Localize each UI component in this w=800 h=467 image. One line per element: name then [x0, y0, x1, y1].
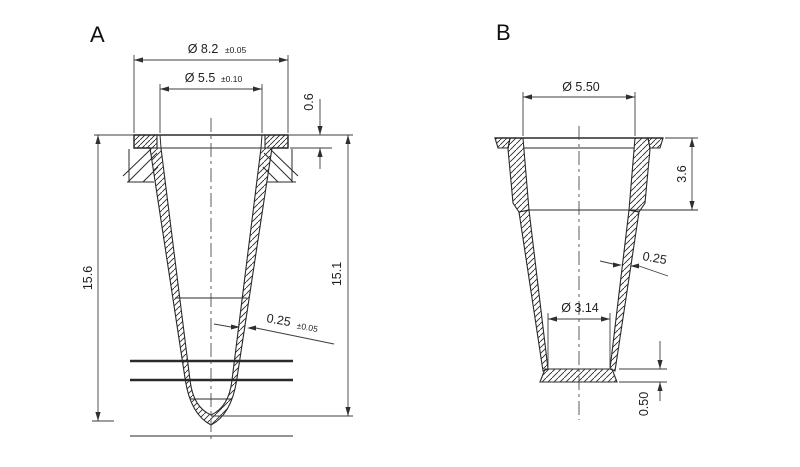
dim-a-outer-diameter-tolerance: ±0.05 — [225, 45, 246, 55]
dim-a-wall-thickness-tolerance: ±0.05 — [296, 320, 319, 334]
dim-a-outer-diameter-value: Ø 8.2 — [188, 42, 219, 56]
dim-a-overall-height-value: 15.6 — [81, 266, 95, 290]
dim-b-top-diameter: Ø 5.50 — [522, 80, 636, 136]
dim-b-bottom-thickness: 0.50 — [619, 341, 667, 416]
dim-a-inner-diameter-value: Ø 5.5 — [185, 71, 216, 85]
tube-b-left-collar-section — [507, 137, 530, 213]
holder-a-right-block — [262, 148, 299, 183]
flange-b-right-tab — [647, 137, 664, 149]
tube-b-right-collar-section — [628, 137, 651, 213]
dim-a-flange-thickness-value: 0.6 — [302, 93, 316, 110]
dim-b-collar-height: 3.6 — [665, 137, 698, 210]
panel-b-part-outline — [494, 126, 698, 420]
dim-a-inner-diameter: Ø 5.5 ±0.10 — [159, 71, 263, 133]
dim-a-wall-thickness-value: 0.25 — [265, 311, 291, 329]
flange-a-right-rim-section — [264, 134, 289, 149]
dim-a-wall-thickness: 0.25 ±0.05 — [213, 311, 335, 345]
panel-a-part-outline — [122, 118, 299, 443]
panel-a: A — [81, 22, 353, 443]
panel-a-label: A — [90, 22, 105, 47]
tube-b-right-wall-section — [609, 209, 640, 372]
dim-a-inner-depth: 15.1 — [211, 135, 353, 417]
dim-b-wall-thickness-value: 0.25 — [641, 249, 667, 267]
panel-b-label: B — [496, 20, 511, 45]
tube-b-bottom-section — [539, 368, 618, 383]
flange-a-left-rim-section — [133, 134, 158, 149]
dim-b-wall-thickness: 0.25 — [599, 249, 669, 277]
panel-b: B Ø 5.50 — [494, 20, 698, 420]
dim-a-flange-thickness: 0.6 — [94, 93, 353, 169]
dim-b-bottom-inner-diameter: Ø 3.14 — [547, 301, 611, 367]
dim-b-top-diameter-value: Ø 5.50 — [562, 80, 600, 94]
dim-b-collar-height-value: 3.6 — [675, 165, 689, 182]
dim-a-inner-diameter-tolerance: ±0.10 — [221, 74, 242, 84]
dim-a-overall-height: 15.6 — [81, 135, 114, 422]
dim-b-bottom-thickness-value: 0.50 — [637, 392, 651, 416]
dim-a-outer-diameter: Ø 8.2 ±0.05 — [133, 42, 289, 133]
dim-a-inner-depth-value: 15.1 — [330, 262, 344, 286]
holder-a-left-block — [122, 148, 159, 183]
flange-b-left-tab — [494, 137, 511, 149]
dim-b-bottom-inner-diameter-value: Ø 3.14 — [561, 301, 599, 315]
tube-b-left-wall-section — [518, 209, 549, 372]
